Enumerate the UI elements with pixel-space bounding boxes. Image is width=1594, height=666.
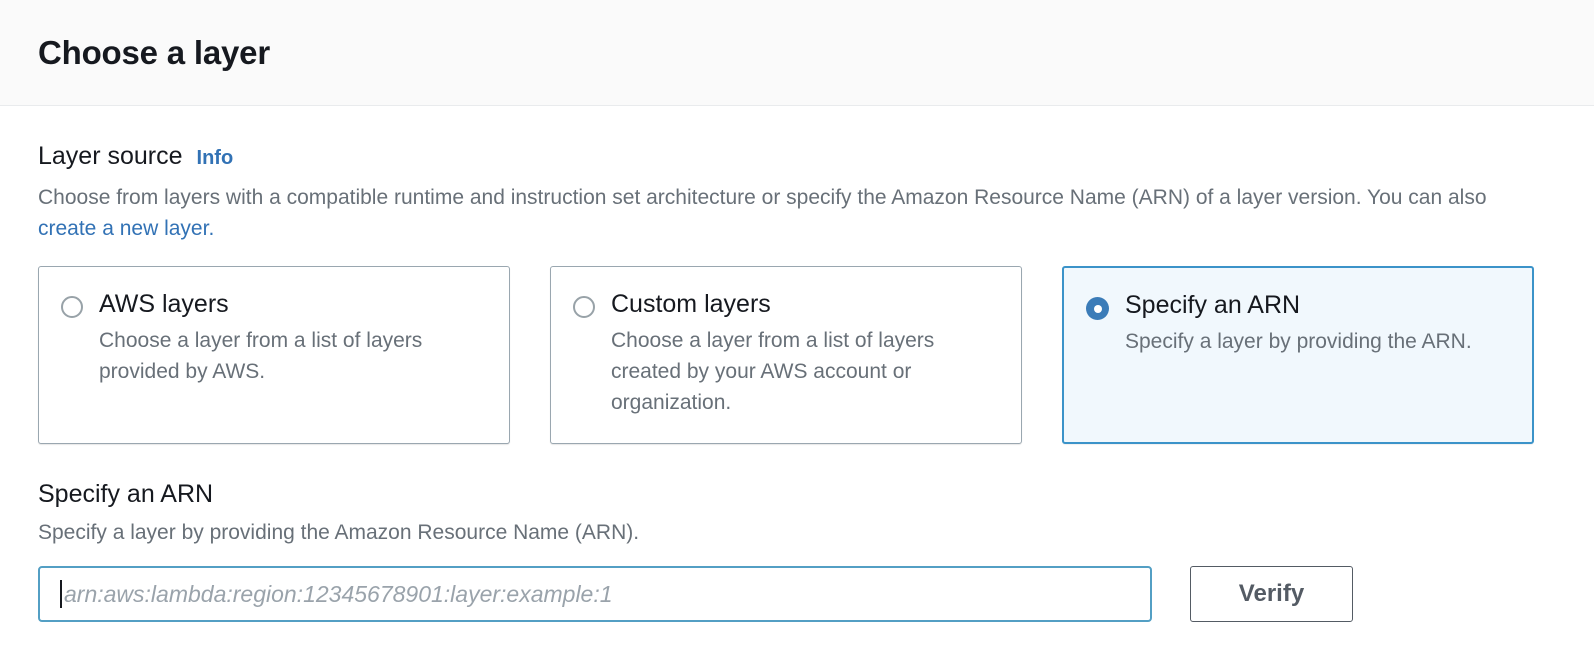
create-new-layer-link-period: . [208,217,214,240]
option-text-specify-arn: Specify an ARN Specify a layer by provid… [1125,290,1472,420]
panel-body: Layer source Info Choose from layers wit… [0,106,1594,622]
layer-source-description: Choose from layers with a compatible run… [38,182,1488,244]
layer-source-options: AWS layers Choose a layer from a list of… [38,266,1556,444]
option-description-custom-layers: Choose a layer from a list of layers cre… [611,325,983,418]
option-title-aws-layers: AWS layers [99,289,471,319]
layer-source-option-specify-arn[interactable]: Specify an ARN Specify a layer by provid… [1062,266,1534,444]
radio-icon-aws-layers[interactable] [61,296,83,318]
layer-source-label: Layer source [38,142,183,171]
specify-arn-description: Specify a layer by providing the Amazon … [38,518,1556,548]
layer-source-description-text: Choose from layers with a compatible run… [38,186,1487,209]
info-link[interactable]: Info [197,147,234,170]
specify-arn-input-row: arn:aws:lambda:region:12345678901:layer:… [38,566,1556,622]
option-title-custom-layers: Custom layers [611,289,983,319]
arn-input-placeholder: arn:aws:lambda:region:12345678901:layer:… [64,581,613,608]
panel-header: Choose a layer [0,0,1594,106]
specify-arn-label: Specify an ARN [38,480,1556,509]
radio-icon-custom-layers[interactable] [573,296,595,318]
radio-icon-specify-arn[interactable] [1086,297,1109,320]
option-description-specify-arn: Specify a layer by providing the ARN. [1125,326,1472,357]
arn-input[interactable]: arn:aws:lambda:region:12345678901:layer:… [38,566,1152,622]
create-new-layer-link[interactable]: create a new layer [38,217,208,240]
layer-source-option-custom-layers[interactable]: Custom layers Choose a layer from a list… [550,266,1022,444]
layer-source-option-aws-layers[interactable]: AWS layers Choose a layer from a list of… [38,266,510,444]
page-title: Choose a layer [38,34,270,72]
option-description-aws-layers: Choose a layer from a list of layers pro… [99,325,471,387]
specify-arn-section: Specify an ARN Specify a layer by provid… [38,480,1556,622]
option-text-aws-layers: AWS layers Choose a layer from a list of… [99,289,471,421]
text-caret-icon [60,580,62,608]
verify-button[interactable]: Verify [1190,566,1353,622]
option-text-custom-layers: Custom layers Choose a layer from a list… [611,289,983,421]
option-title-specify-arn: Specify an ARN [1125,290,1472,320]
layer-source-heading-row: Layer source Info [38,142,1556,171]
